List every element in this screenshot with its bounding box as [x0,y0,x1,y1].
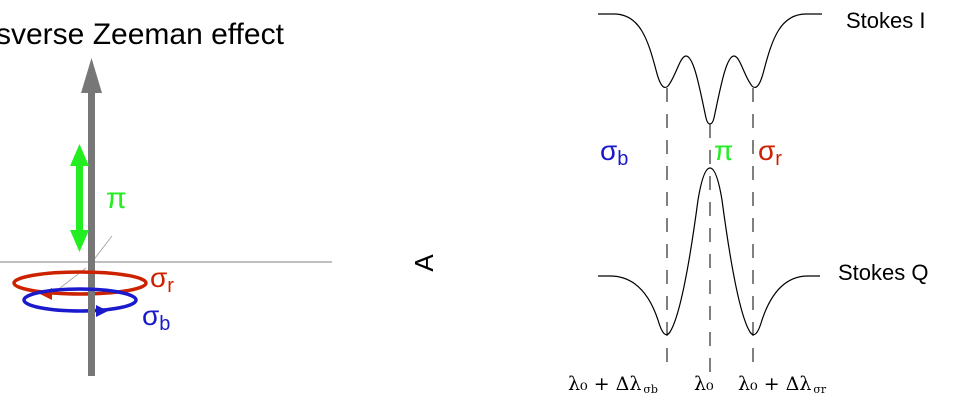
stokes-i-label: Stokes I [846,8,925,33]
sigma-b-ellipse [22,287,138,313]
sigma-b-arrow-icon [96,305,108,317]
field-axis-front [88,292,95,376]
pi-arrow-down-icon [70,230,89,252]
pi-oscillation-shaft [76,162,83,234]
pi-label-right: π [714,135,733,166]
stokes-q-label: Stokes Q [838,260,928,285]
sigma-r-label-right: σr [758,135,782,170]
diagram-title: sverse Zeeman effect [0,18,285,51]
stokes-i-curve [598,13,822,125]
sigma-b-label-left: σb [142,300,170,335]
diagonal-line [91,235,113,263]
sigma-r-ellipse [12,270,148,296]
observer-symbol: A [409,254,439,272]
pi-label-left: π [106,182,127,215]
pi-arrow-up-icon [70,144,89,166]
sigma-b-label-right: σb [600,135,628,170]
sigma-r-label-left: σr [150,262,174,297]
wavelength-label-center: λ₀ [694,373,714,395]
field-axis-shaft [88,88,95,376]
field-axis-arrowhead-icon [81,58,102,93]
stokes-q-curve [598,167,820,336]
